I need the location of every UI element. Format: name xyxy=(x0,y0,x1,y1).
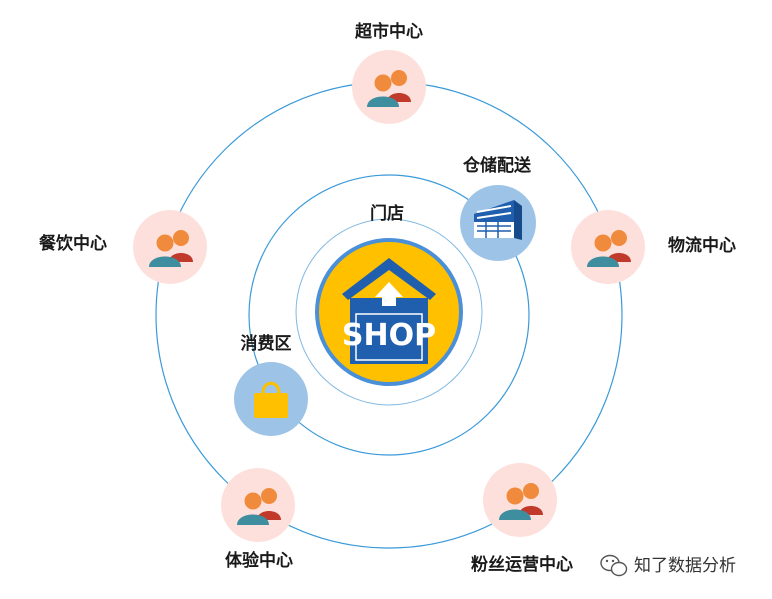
shop-sign-text: SHOP xyxy=(342,318,436,353)
consumption-label: 消费区 xyxy=(241,333,292,354)
wechat-icon xyxy=(600,554,628,577)
supermarket-label: 超市中心 xyxy=(355,21,423,42)
fans-label: 粉丝运营中心 xyxy=(471,554,573,575)
store-label: 门店 xyxy=(370,203,404,224)
house-icon: SHOP xyxy=(342,258,436,364)
inner-ring xyxy=(295,218,483,406)
fans-node xyxy=(483,463,557,537)
experience-label: 体验中心 xyxy=(225,550,293,571)
shop-center-node: SHOP xyxy=(315,238,463,386)
catering-node xyxy=(133,210,207,284)
middle-ring xyxy=(248,174,530,456)
logistics-label: 物流中心 xyxy=(668,235,736,256)
warehouse-building-icon xyxy=(474,200,522,240)
experience-node xyxy=(221,468,295,542)
warehouse-label: 仓储配送 xyxy=(462,155,532,176)
supermarket-node xyxy=(352,50,426,124)
shopping-bag-icon xyxy=(254,381,288,418)
logistics-node xyxy=(571,210,645,284)
consumption-node xyxy=(234,362,308,436)
watermark: 知了数据分析 xyxy=(600,554,736,577)
watermark-text: 知了数据分析 xyxy=(634,556,736,576)
warehouse-node xyxy=(460,185,536,261)
catering-label: 餐饮中心 xyxy=(39,233,107,254)
